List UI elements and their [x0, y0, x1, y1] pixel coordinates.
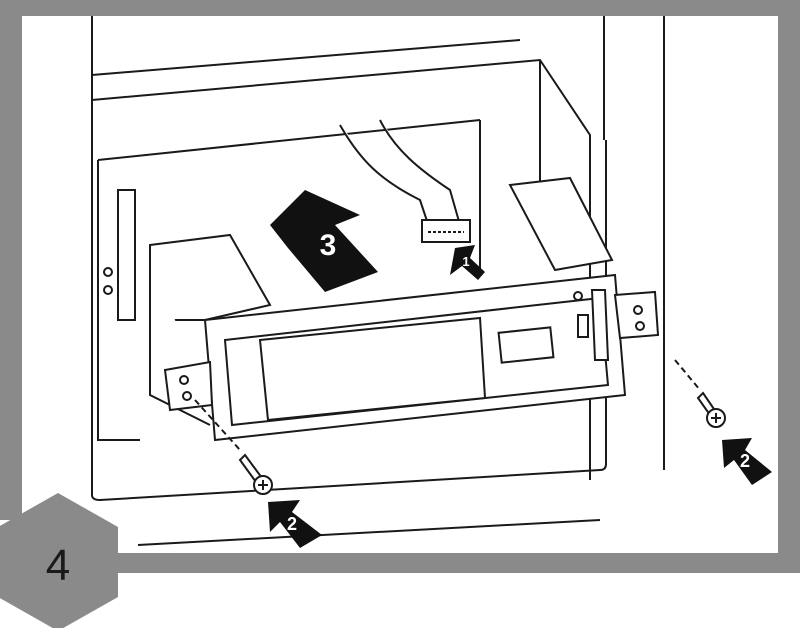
svg-text:3: 3	[320, 229, 337, 262]
ribbon-cable	[339, 119, 471, 243]
step-badge: 4	[0, 493, 118, 628]
step-number: 4	[46, 541, 70, 590]
svg-text:1: 1	[462, 254, 469, 269]
svg-text:2: 2	[287, 514, 297, 534]
screw-right	[674, 359, 726, 428]
push-in-arrow-3: 3	[270, 190, 378, 292]
screw-arrow-left-2: 2	[268, 500, 322, 548]
step-frame	[0, 0, 800, 573]
screw-arrow-right-2: 2	[722, 438, 772, 485]
screw-left	[194, 399, 273, 495]
cabinet-outline	[91, 16, 665, 546]
connector-arrow-1: 1	[450, 245, 485, 280]
radio-chassis	[149, 176, 660, 442]
svg-text:2: 2	[740, 451, 750, 471]
